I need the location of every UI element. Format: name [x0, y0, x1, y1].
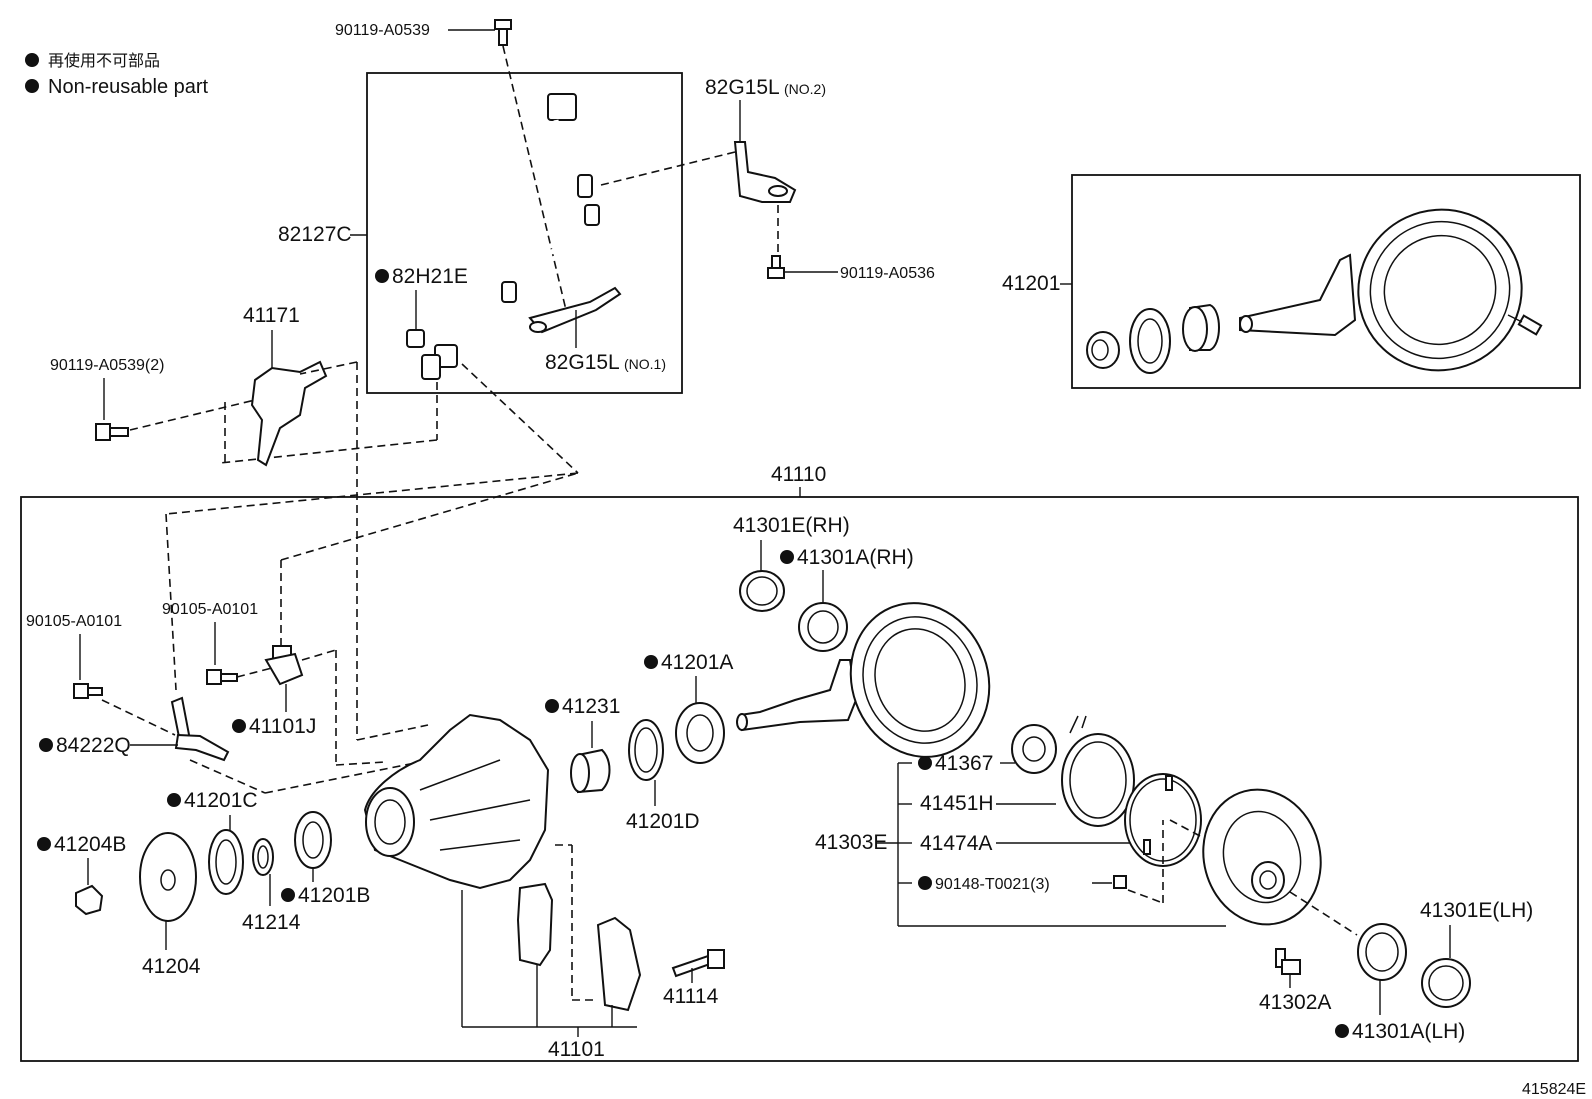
- label-82g15l-no1: 82G15L: [545, 351, 620, 374]
- legend-english: Non-reusable part: [48, 76, 209, 98]
- sensor-41101j: 41101J: [232, 472, 579, 766]
- label-82127c: 82127C: [278, 223, 352, 246]
- bracket-82g15l-no2: 82G15L (NO.2): [596, 76, 826, 255]
- legend-japanese: 再使用不可部品: [48, 52, 160, 70]
- label-41301a-rh: 41301A(RH): [797, 546, 914, 569]
- bearing-41201b: 41201B: [281, 811, 370, 907]
- nut-41204b: 41204B: [37, 833, 126, 916]
- label-84222q: 84222Q: [56, 734, 131, 757]
- bearing-41201a: 41201A: [644, 651, 733, 764]
- label-41451h: 41451H: [920, 792, 994, 815]
- bolt-90105-a0101-right: 90105-A0101: [162, 601, 273, 685]
- label-41301a-lh: 41301A(LH): [1352, 1020, 1465, 1043]
- wire-harness-82127c: 82127C: [278, 93, 632, 380]
- label-41367: 41367: [935, 752, 993, 775]
- bolt-41302a: 41302A: [1259, 948, 1331, 1014]
- label-41201c: 41201C: [184, 789, 258, 812]
- clip-82h21e: 82H21E: [375, 265, 468, 348]
- figure-id: 415824E: [1522, 1081, 1586, 1098]
- seal-41301e-rh: 41301E(RH): [733, 514, 850, 612]
- label-82g15l-no2: 82G15L: [705, 76, 780, 99]
- flange-41204: 41204: [139, 832, 201, 978]
- seal-41301e-lh: 41301E(LH): [1420, 899, 1533, 1008]
- bolt-41114: 41114: [663, 949, 725, 1008]
- label-41201: 41201: [1002, 272, 1060, 295]
- label-41110: 41110: [771, 463, 826, 486]
- bearing-41301a-rh: 41301A(RH): [780, 546, 914, 652]
- label-41101: 41101: [548, 1038, 605, 1061]
- label-41201d: 41201D: [626, 810, 700, 833]
- label-90148-t0021: 90148-T0021(3): [935, 876, 1050, 893]
- label-41204: 41204: [142, 955, 201, 978]
- washer-41214: 41214: [242, 838, 301, 934]
- label-41303e: 41303E: [815, 831, 887, 854]
- label-90119-a0539-top: 90119-A0539: [335, 22, 430, 39]
- ring-gear-and-pinion: [736, 602, 991, 758]
- label-41301e-rh: 41301E(RH): [733, 514, 850, 537]
- label-90119-a0536: 90119-A0536: [840, 265, 935, 282]
- bearing-caps-41101: 41101: [461, 882, 642, 1061]
- ring-pinion-set-frame: [1071, 174, 1581, 389]
- sensor-84222q: 84222Q: [39, 696, 441, 794]
- spacer-41231: 41231: [545, 695, 620, 794]
- label-41201a: 41201A: [661, 651, 733, 674]
- label-90119-a0539-2: 90119-A0539(2): [50, 357, 164, 374]
- carrier-housing: [363, 713, 598, 1001]
- bracket-82g15l-no1: 82G15L (NO.1): [528, 286, 666, 374]
- carrier-assembly-frame: [20, 496, 1579, 1062]
- label-82h21e: 82H21E: [392, 265, 468, 288]
- ring-pinion-set-41201: 41201: [1002, 208, 1543, 374]
- bolt-90119-a0539-top: 90119-A0539: [335, 19, 567, 311]
- label-41114: 41114: [663, 985, 719, 1008]
- label-41204b: 41204B: [54, 833, 126, 856]
- label-82g15l-no1-sub: (NO.1): [624, 356, 666, 372]
- bearing-41301a-lh: 41301A(LH): [1335, 923, 1465, 1043]
- bolt-90105-a0101-left: 90105-A0101: [26, 613, 176, 736]
- label-41201b: 41201B: [298, 884, 370, 907]
- harness-group-frame: [366, 72, 683, 394]
- label-41302a: 41302A: [1259, 991, 1331, 1014]
- legend-bullet-icon: [25, 53, 39, 67]
- washer-41201d: 41201D: [626, 719, 700, 833]
- label-41171: 41171: [243, 304, 300, 327]
- label-82g15l-no2-sub: (NO.2): [784, 81, 826, 97]
- label-41301e-lh: 41301E(LH): [1420, 899, 1533, 922]
- label-41214: 41214: [242, 911, 301, 934]
- legend: 再使用不可部品 Non-reusable part: [25, 52, 209, 98]
- bolt-90119-a0536: 90119-A0536: [767, 255, 935, 282]
- label-90105-a0101-right: 90105-A0101: [162, 601, 258, 618]
- label-41231: 41231: [562, 695, 620, 718]
- bolt-90119-a0539-2: 90119-A0539(2): [50, 357, 256, 441]
- diff-case-group-41303e: 41303E 41367 41451H 41474A 90148-T0021(3…: [815, 715, 1322, 927]
- bracket-41171: 41171: [224, 304, 429, 741]
- label-41101j: 41101J: [249, 715, 316, 738]
- legend-bullet-icon: [25, 79, 39, 93]
- label-90105-a0101-left: 90105-A0101: [26, 613, 122, 630]
- label-41474a: 41474A: [920, 832, 992, 855]
- oil-seal-41201c: 41201C: [167, 789, 258, 895]
